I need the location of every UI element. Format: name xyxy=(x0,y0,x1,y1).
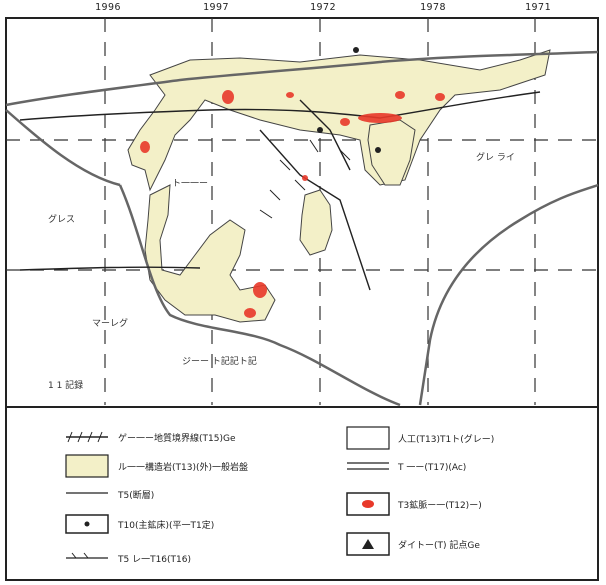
legend-label: 人工(T13)T1ト(グレー) xyxy=(398,435,495,445)
top-tick-label: 1996 xyxy=(95,2,122,13)
place-label: マーレグ xyxy=(92,319,129,329)
top-tick-label: 1997 xyxy=(203,2,230,13)
deposit-markers xyxy=(140,90,445,318)
contact-lines xyxy=(19,91,541,291)
legend-symbol-formation-fill xyxy=(65,454,109,478)
legend-symbol-red-dot-box xyxy=(346,492,390,516)
legend-symbol-boxed-dot xyxy=(65,514,109,534)
legend-symbol-empty-box xyxy=(346,426,390,450)
top-tick-label: 1971 xyxy=(525,2,552,13)
legend-symbol-hatched-line xyxy=(66,431,108,443)
legend-label: ゲー一ー地質境界線(T15)Ge xyxy=(118,434,236,444)
structure-ticks xyxy=(259,139,351,219)
place-label: ト一一ー xyxy=(172,179,209,189)
place-label: グレ ライ xyxy=(476,153,515,163)
top-tick-label: 1978 xyxy=(420,2,447,13)
bottom-scale-label: 1 1 記録 xyxy=(48,381,84,391)
legend-symbols xyxy=(65,426,390,559)
site-markers xyxy=(317,47,381,153)
legend-label: T5 レ一T16(T16) xyxy=(118,555,192,565)
legend-label: T10(主鉱床)(平一T1定) xyxy=(118,521,215,531)
formation-area xyxy=(127,49,551,323)
legend-label: ル一一構造岩(T13)(外)一般岩盤 xyxy=(118,463,248,473)
legend-label: T3鉱脈ー一(T12)ー) xyxy=(398,501,482,511)
top-tick-label: 1972 xyxy=(310,2,337,13)
map-frame xyxy=(5,17,599,581)
legend-symbol-triangle-box xyxy=(346,532,390,556)
legend-symbol-arrow-line xyxy=(66,552,108,559)
place-label: ジーー ト記記ト記 xyxy=(182,357,257,367)
legend-label: T 一ー(T17)(Ac) xyxy=(398,463,467,473)
road-lines xyxy=(5,50,599,407)
place-label: グレス xyxy=(48,215,76,225)
legend-label: ダイトー(T) 記点Ge xyxy=(398,541,480,551)
legend-symbol-double-line xyxy=(347,462,389,470)
legend-label: T5(断層) xyxy=(118,491,155,501)
